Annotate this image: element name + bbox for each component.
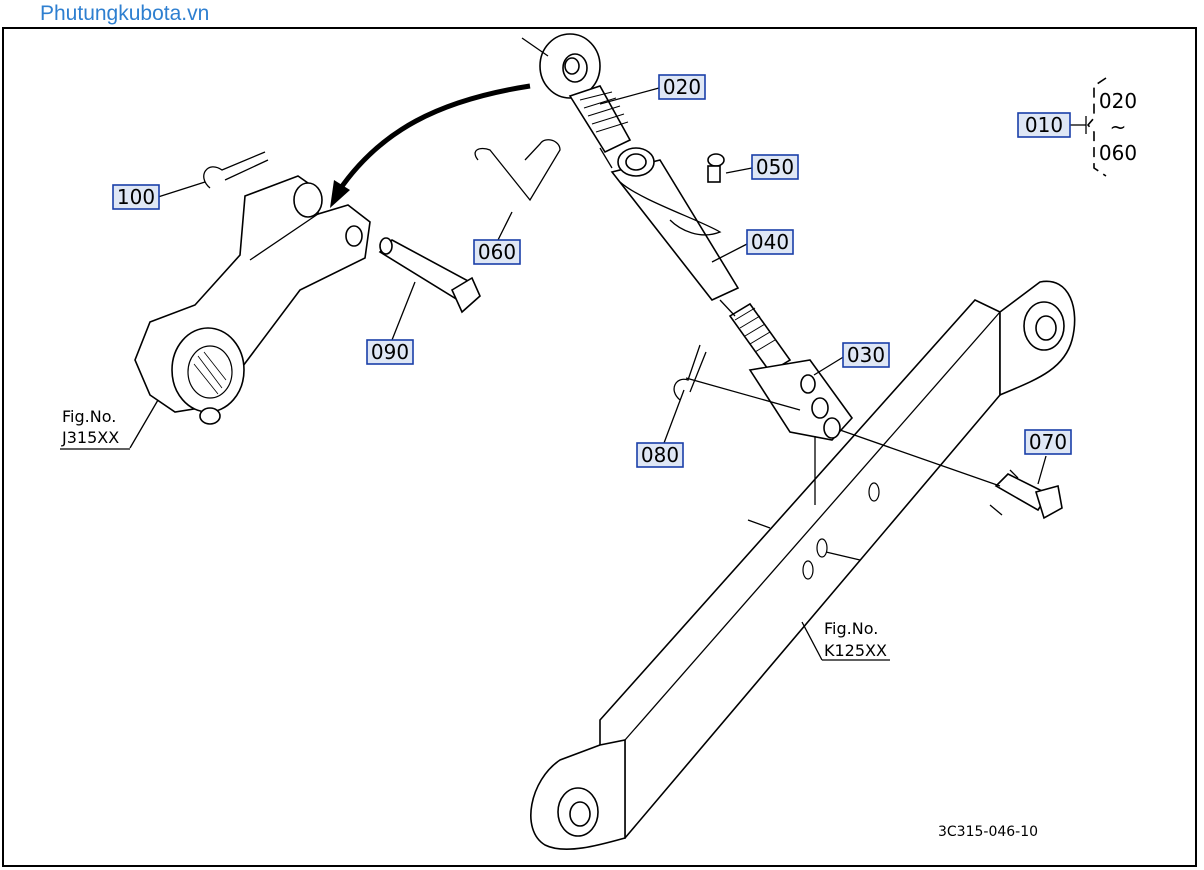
pin-070-drawing [994, 473, 1063, 520]
clevis-end-drawing [728, 302, 854, 441]
group-bracket [1086, 77, 1107, 177]
callout-030: 030 [847, 343, 885, 367]
diagram-code: 3C315-046-10 [938, 824, 1038, 840]
callout-070: 070 [1029, 430, 1067, 454]
callout-010: 010 [1025, 113, 1063, 137]
group-range-to: 060 [1099, 141, 1137, 165]
clevis-pin-drawing [378, 237, 481, 314]
assembly-arrow [335, 83, 531, 194]
fig-ref-right-label: Fig.No. [824, 619, 878, 638]
lower-link-drawing [530, 280, 1076, 851]
fig-ref-right-code: K125XX [824, 641, 887, 660]
diagram-frame [2, 27, 1197, 867]
assembly-guide-lines [599, 147, 1019, 561]
callout-020: 020 [663, 75, 701, 99]
fig-ref-left-label: Fig.No. [62, 407, 116, 426]
callout-090: 090 [371, 340, 409, 364]
watermark-text: Phutungkubota.vn [40, 2, 210, 25]
leader-lines [60, 87, 1087, 661]
top-link-end-drawing [521, 33, 632, 154]
callout-040: 040 [751, 230, 789, 254]
callout-060: 060 [478, 240, 516, 264]
group-range-from: 020 [1099, 89, 1137, 113]
callout-080: 080 [641, 443, 679, 467]
turnbuckle-body-drawing [610, 147, 740, 301]
snap-pin-100-drawing [203, 151, 269, 189]
group-range-tilde: ~ [1110, 115, 1127, 139]
retaining-clip-drawing [474, 139, 561, 202]
callout-050: 050 [756, 155, 794, 179]
snap-pin-080-drawing [673, 344, 707, 401]
lift-arm-drawing [134, 175, 371, 425]
callout-100: 100 [117, 185, 155, 209]
fig-ref-left-code: J315XX [61, 428, 119, 447]
